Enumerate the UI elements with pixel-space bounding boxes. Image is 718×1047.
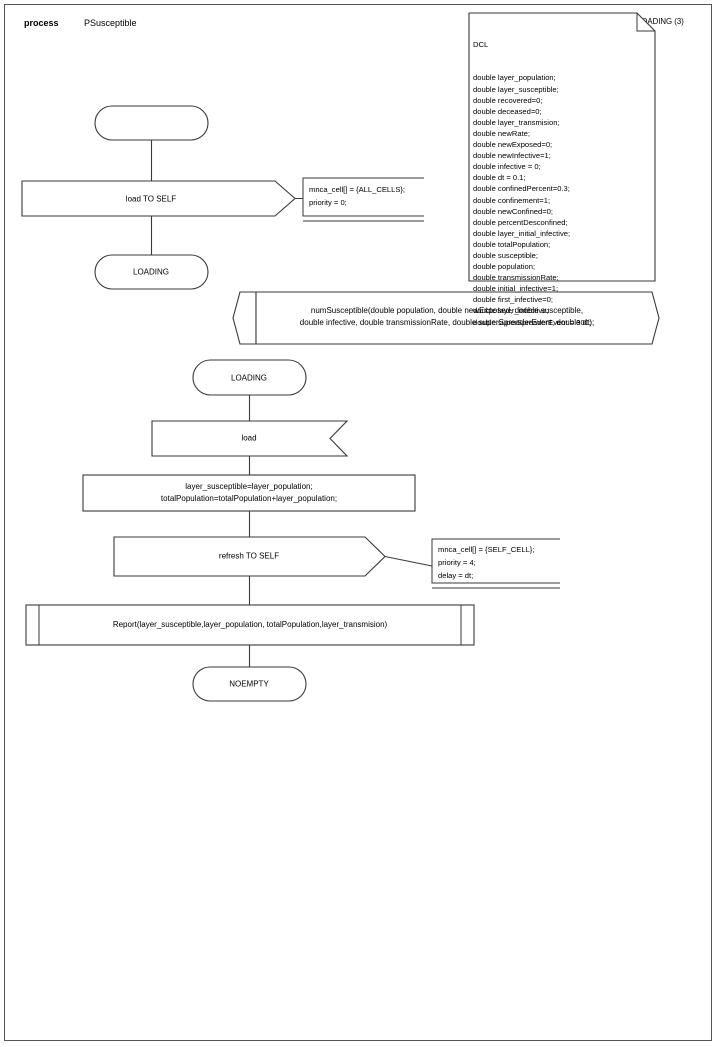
declaration-variable: double totalPopulation; [473,239,551,249]
declaration-variable: double newConfined=0; [473,206,554,216]
declaration-variable: double layer_population; [473,73,556,83]
declaration-variable: double infective = 0; [473,162,541,172]
declaration-variable: double newExposed=0; [473,140,553,150]
output-refresh-note: mnca_cell[] = {SELF_CELL}; priority = 4;… [438,545,535,580]
procedure-call-label: Report(layer_susceptible,layer_populatio… [112,620,388,629]
frame-tag-label: LOADING (3) [637,17,684,26]
declaration-variable: double superSpreaderEvent = 300; [473,317,591,327]
declaration-variable: double first_infective=0; [473,295,553,305]
output-refresh-shape [113,536,386,577]
declaration-variable: double confinement=1; [473,195,551,205]
declaration-variable: double layer_susceptible; [473,84,559,94]
declaration-variable: double confinedPercent=0.3; [473,184,570,194]
input-load-shape [151,420,349,457]
page-border [4,4,712,1041]
declaration-variable: double dt = 0.1; [473,173,526,183]
connector-output-refresh-to-note [384,556,433,567]
task-assign-label: layer_susceptible=layer_population; tota… [160,482,338,503]
procedure-call-shape [25,604,475,646]
output-load-note: mnca_cell[] = {ALL_CELLS}; priority = 0; [309,185,406,207]
declaration-variable: double population; [473,262,536,272]
declaration-variable-list: double layer_population;double layer_sus… [473,72,591,327]
page-title-keyword: process [24,18,59,28]
task-assign-shape [82,474,416,512]
procedure-declaration-shape [232,291,257,345]
declaration-variable: double transmissionRate; [473,273,559,283]
declaration-text-block: DCL double layer_population;double layer… [473,17,591,350]
declaration-variable: double recovered=0; [473,95,543,105]
declaration-variable: double layer_transmision; [473,117,560,127]
declaration-variable: double newInfective=1; [473,151,551,161]
output-load-shape [21,180,296,217]
state-noempty-shape [192,666,307,702]
declaration-variable: double susceptible; [473,250,539,260]
state-loading-2-shape [192,359,307,396]
procedure-declaration-label: numSusceptible(double population, double… [299,306,595,327]
declaration-box [468,12,656,282]
procedure-declaration-body [255,291,660,345]
note-refresh-bracket [431,538,560,584]
page-title: PSusceptible [84,18,137,28]
declaration-variable: double layer_infective; [473,306,549,316]
declaration-variable: double layer_initial_infective; [473,228,571,238]
declaration-variable: double initial_infective=1; [473,284,559,294]
declaration-variable: double newRate; [473,128,530,138]
start-symbol [94,105,209,141]
declaration-variable: double deceased=0; [473,106,542,116]
note-load-bracket [302,177,424,217]
declaration-box-fold [636,13,655,32]
declaration-variable: double percentDesconfined; [473,217,568,227]
declaration-title: DCL [473,40,489,50]
state-loading-1-shape [94,254,209,290]
